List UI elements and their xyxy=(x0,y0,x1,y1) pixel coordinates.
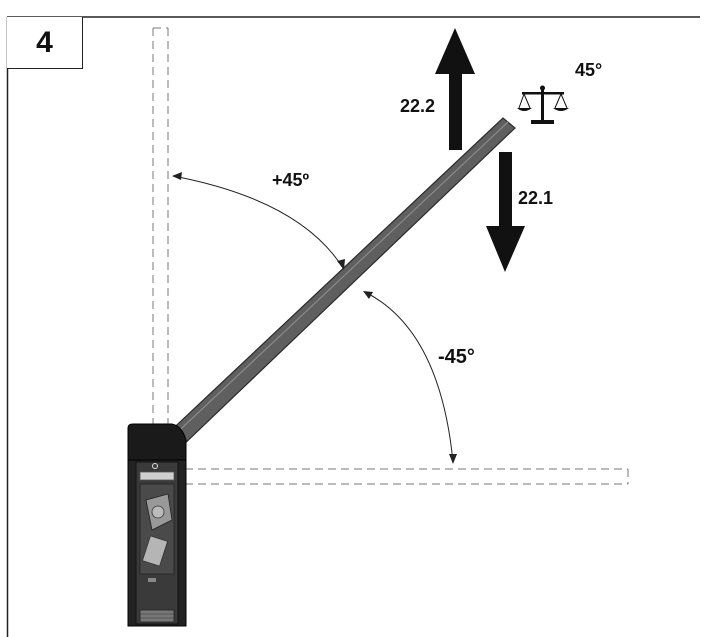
balance-scale-icon xyxy=(517,85,569,124)
angle-minus-label: -45° xyxy=(438,346,475,368)
balance-angle-label: 45° xyxy=(575,60,603,80)
angle-arc-minus xyxy=(363,291,457,464)
barrier-housing xyxy=(127,423,187,627)
force-down-arrow xyxy=(486,152,525,272)
step-number-badge: 4 xyxy=(7,17,83,69)
boom-arm xyxy=(162,117,516,449)
boom-highlight xyxy=(167,121,509,442)
force-up-arrow xyxy=(435,28,475,150)
angle-plus-label: +45º xyxy=(272,170,310,190)
force-down-label: 22.1 xyxy=(518,188,554,208)
force-up-label: 22.2 xyxy=(400,96,436,116)
horizontal-boom-outline xyxy=(185,468,629,485)
vertical-boom-outline xyxy=(152,27,169,430)
angle-arc-plus xyxy=(172,172,345,270)
